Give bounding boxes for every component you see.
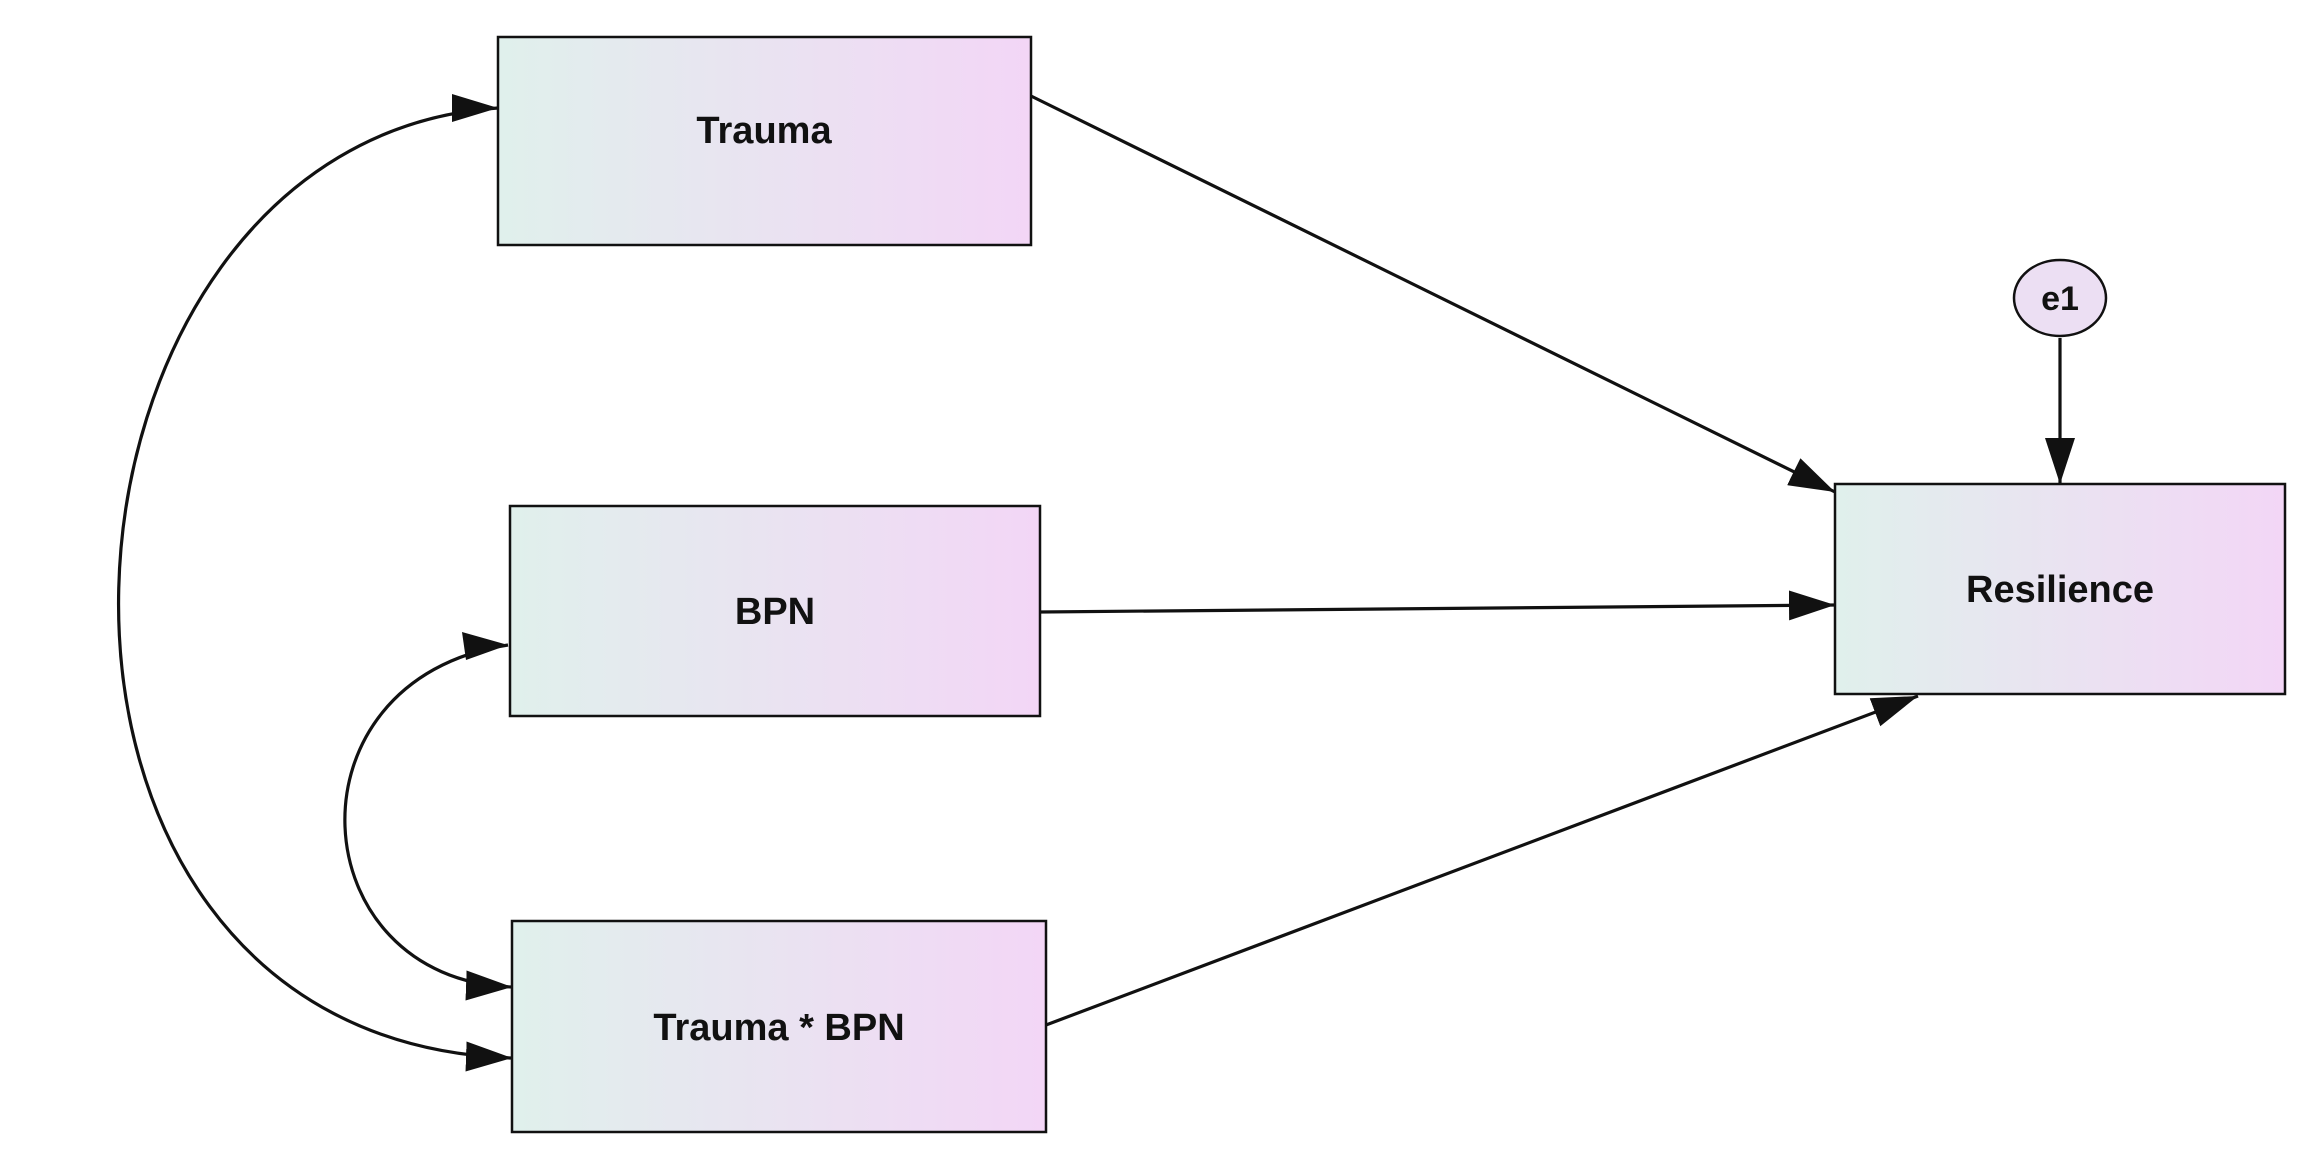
node-trauma: Trauma [496, 35, 1033, 247]
node-bpn-label: BPN [735, 591, 815, 633]
node-error-label: e1 [2041, 280, 2079, 318]
covariance-bpn-interaction-arrow-start [462, 632, 508, 660]
covariance-bpn-interaction-curve [343, 643, 513, 1001]
node-resilience-label: Resilience [1966, 569, 2154, 611]
covariance-trauma-interaction-curve [117, 106, 513, 1072]
path-interaction-to-resilience [1045, 694, 1919, 1027]
node-resilience: Resilience [1833, 482, 2287, 696]
path-bpn-to-resilience [1039, 590, 1836, 621]
path-trauma-to-resilience [1030, 94, 1836, 494]
node-error: e1 [2012, 258, 2108, 338]
node-interaction-label: Trauma * BPN [653, 1007, 904, 1049]
node-interaction: Trauma * BPN [510, 919, 1048, 1134]
node-trauma-label: Trauma [696, 110, 832, 152]
covariance-trauma-interaction-arrow-start [452, 94, 498, 122]
node-bpn: BPN [508, 504, 1042, 718]
